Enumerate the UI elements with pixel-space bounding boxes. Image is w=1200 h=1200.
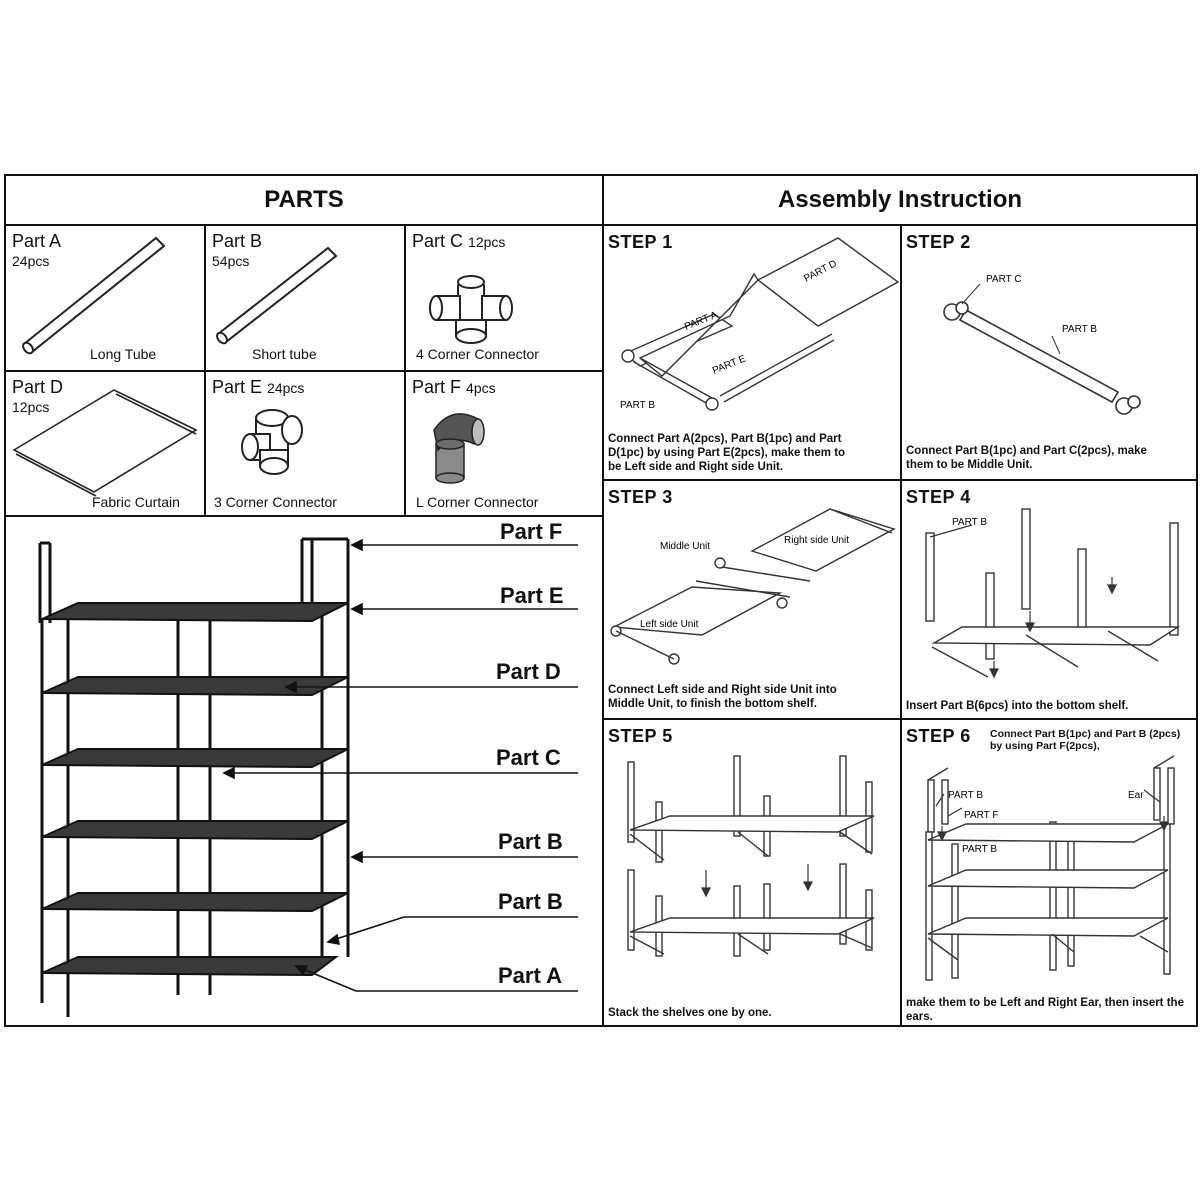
steps-row-divider-2 [604,718,1196,720]
rack-label-part-b-2: Part B [498,889,563,914]
parts-col-divider-1 [204,226,206,515]
part-b-name: Part B [212,231,263,251]
rack-label-part-d: Part D [496,659,561,684]
step-4-title: STEP 4 [906,487,971,507]
column-divider [602,176,604,1025]
fabric-curtain-icon [12,389,198,497]
step-5-title: STEP 5 [608,726,673,746]
step-3-label-middle-unit: Middle Unit [660,541,710,552]
part-b-cell: Part B 54pcs Short tube [206,226,404,370]
step-2-diagram: PART C PART B [943,274,1141,415]
part-c-qty: 12pcs [468,234,506,250]
three-corner-connector-icon [241,409,303,475]
step-5-diagram [627,755,875,957]
step-3-text: Connect Left side and Right side Unit in… [608,684,837,710]
rack-illustration [38,537,578,1017]
part-c-name: Part C [412,231,464,251]
part-c-caption: 4 Corner Connector [416,346,539,362]
part-d-cell: Part D 12pcs Fabric Curtain [6,372,204,515]
step-6-title: STEP 6 [906,726,971,746]
step-1-label-part-e: PART E [711,353,748,376]
step-4-text: Insert Part B(6pcs) into the bottom shel… [906,700,1129,712]
part-d-qty: 12pcs [12,399,50,415]
step-2: STEP 2 PART C PART B Connect Part B(1pc)… [902,226,1196,479]
short-tube-icon [216,246,338,345]
part-e-qty: 24pcs [267,380,305,396]
step-6-subtitle: Connect Part B(1pc) and Part B (2pcs) by… [990,728,1181,752]
step-4-label-part-b: PART B [952,517,987,528]
step-3: STEP 3 Middle Unit Right side Unit Left … [604,481,900,718]
steps-row-divider-1 [604,479,1196,481]
part-a-cell: Part A 24pcs Long Tube [6,226,204,370]
rack-label-part-b-1: Part B [498,829,563,854]
parts-bottom-divider [6,515,602,517]
part-f-cell: Part F 4pcs L Corner Connector [406,372,596,515]
part-f-qty: 4pcs [466,380,496,396]
step-6-text: make them to be Left and Right Ear, then… [906,997,1184,1023]
step-1-label-part-b: PART B [620,400,655,411]
step-6-label-part-b-mid: PART B [962,844,997,855]
long-tube-icon [22,236,166,355]
step-5-text: Stack the shelves one by one. [608,1007,772,1019]
part-c-cell: Part C 12pcs 4 Corner Connector [406,226,596,370]
part-b-qty: 54pcs [212,253,250,269]
step-2-text: Connect Part B(1pc) and Part C(2pcs), ma… [906,445,1147,471]
step-3-title: STEP 3 [608,487,673,507]
parts-row-divider [6,370,602,372]
four-corner-connector-icon [429,275,513,344]
part-e-caption: 3 Corner Connector [214,494,337,510]
step-6: STEP 6 Connect Part B(1pc) and Part B (2… [902,720,1196,1025]
part-f-caption: L Corner Connector [416,494,539,510]
step-1-title: STEP 1 [608,232,673,252]
rack-diagram: Part F Part E Part D Part C Part B Part … [6,517,602,1025]
rack-label-part-a: Part A [498,963,562,988]
step-6-diagram: PART B PART F PART B Ear [925,755,1175,981]
step-3-diagram: Middle Unit Right side Unit Left side Un… [610,508,896,665]
l-corner-connector-icon [433,413,485,484]
part-a-qty: 24pcs [12,253,50,269]
step-1: STEP 1 PART D PART A PART E PART B Conne… [604,226,900,479]
instruction-sheet: PARTS Assembly Instruction Part A 24pcs L… [4,174,1198,1027]
step-6-label-part-f: PART F [964,810,998,821]
part-a-caption: Long Tube [90,346,157,362]
step-6-label-part-b-top: PART B [948,790,983,801]
parts-header: PARTS [6,176,602,226]
step-1-diagram: PART D PART A PART E PART B [620,237,900,411]
rack-label-part-c: Part C [496,745,561,770]
rack-shelves [41,602,349,977]
steps-col-divider [900,226,902,1025]
part-d-caption: Fabric Curtain [92,494,180,510]
part-e-name: Part E [212,377,263,397]
rack-label-part-e: Part E [500,583,564,608]
step-5: STEP 5 Stack the shelves one by one. [604,720,900,1025]
parts-col-divider-2 [404,226,406,515]
step-1-text: Connect Part A(2pcs), Part B(1pc) and Pa… [608,433,846,473]
part-d-name: Part D [12,377,64,397]
part-a-name: Part A [12,231,62,251]
step-2-title: STEP 2 [906,232,971,252]
step-4-diagram: PART B [925,508,1181,679]
step-2-label-part-b: PART B [1062,324,1097,335]
step-2-label-part-c: PART C [986,274,1022,285]
part-f-name: Part F [412,377,462,397]
assembly-header: Assembly Instruction [604,176,1196,226]
step-4: STEP 4 PART B Insert Part B(6pcs) i [902,481,1196,718]
part-b-caption: Short tube [252,346,317,362]
rack-label-part-f: Part F [500,519,563,544]
step-6-label-ear: Ear [1128,790,1144,801]
part-e-cell: Part E 24pcs 3 Corner Connector [206,372,404,515]
step-3-label-left-side-unit: Left side Unit [640,619,699,630]
step-3-label-right-side-unit: Right side Unit [784,535,849,546]
